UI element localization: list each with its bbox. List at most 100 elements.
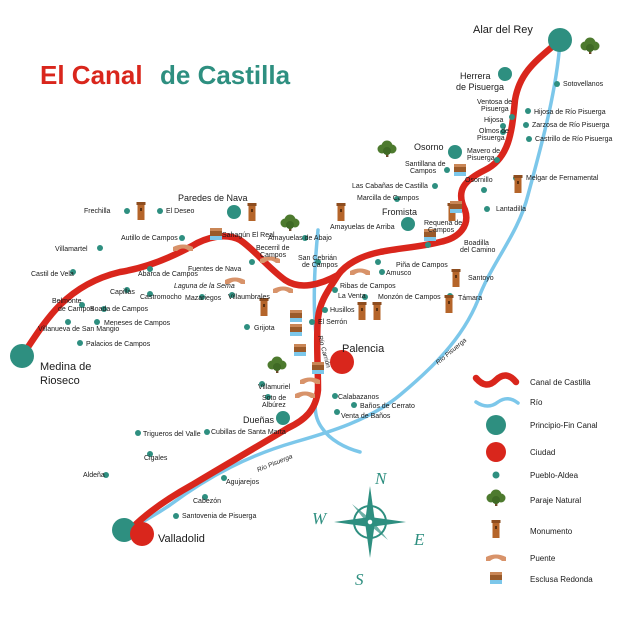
- village-label: Meneses de Campos: [104, 320, 171, 327]
- bridge-6: [295, 391, 315, 398]
- legend-river-label: Río: [530, 398, 543, 407]
- town-osorno: [448, 145, 462, 159]
- village-label: Cabezón: [193, 498, 221, 505]
- legend-village-label: Pueblo-Aldea: [530, 471, 579, 480]
- village-dot: [70, 269, 76, 275]
- village-dot: [94, 319, 100, 325]
- village-dot: [77, 340, 83, 346]
- village-label: Agujarejos: [226, 479, 260, 486]
- village-label: Becerril de: [256, 245, 290, 252]
- village-label: Osornillo: [465, 177, 493, 184]
- village-dot: [322, 307, 328, 313]
- village-label: Campos: [260, 252, 287, 259]
- compass-e: E: [413, 530, 425, 549]
- village-dot: [199, 294, 205, 300]
- village-dot: [124, 208, 130, 214]
- lock-4: [210, 228, 222, 240]
- compass-w: W: [312, 509, 328, 528]
- monument-6: [357, 302, 367, 320]
- village-dot: [135, 430, 141, 436]
- village-dot: [249, 259, 255, 265]
- village-dot: [101, 306, 107, 312]
- village-label: Frechilla: [84, 208, 111, 215]
- village-label: Boada de Campos: [90, 306, 148, 313]
- bridge-3: [350, 268, 370, 275]
- lock-3: [450, 201, 462, 213]
- legend-monument-label: Monumento: [530, 527, 573, 536]
- village-dot: [229, 292, 235, 298]
- village-label: Castil de Vela: [31, 271, 74, 278]
- town-paredes: [227, 205, 241, 219]
- legend-terminus-label: Principio-Fin Canal: [530, 421, 598, 430]
- village-label: de Campos: [302, 262, 338, 269]
- village-label: Cubillas de Santa Marta: [211, 429, 286, 436]
- village-label: Zarzosa de Río Pisuerga: [532, 122, 610, 129]
- village-dot: [362, 294, 368, 300]
- village-dot: [425, 242, 431, 248]
- village-label: Venta de Baños: [341, 413, 391, 420]
- village-label: Aldeña: [83, 472, 105, 479]
- lock-7: [294, 344, 306, 356]
- village-dot: [500, 129, 506, 135]
- village-label: Villanueva de San Mangio: [38, 326, 119, 333]
- village-dot: [302, 235, 308, 241]
- compass-s: S: [355, 570, 364, 589]
- village-dots: [65, 81, 560, 519]
- village-label: Villamartel: [55, 246, 88, 253]
- village-label: Campos: [410, 168, 437, 175]
- label-fromista: Fromista: [382, 207, 417, 217]
- legend-lock-swatch: [490, 572, 502, 584]
- village-label: Pisuerga: [477, 135, 505, 142]
- village-dot: [147, 266, 153, 272]
- label-rio-pisuerga-north: Río Pisuerga: [435, 337, 469, 367]
- village-label: Villaumbrales: [228, 294, 270, 301]
- legend-city-label: Ciudad: [530, 448, 555, 457]
- monument-7: [372, 302, 382, 320]
- village-dot: [432, 183, 438, 189]
- compass-rose: [334, 486, 406, 558]
- village-dot: [265, 394, 271, 400]
- legend-monument-swatch: [491, 520, 501, 538]
- village-dot: [394, 196, 400, 202]
- village-label: Calabazanos: [338, 394, 379, 401]
- village-dot: [334, 409, 340, 415]
- village-label: Boadilla: [464, 240, 489, 247]
- village-dot: [147, 451, 153, 457]
- village-label: Olmos de: [479, 128, 509, 135]
- village-label: Cigales: [144, 455, 168, 462]
- terminus-valladolid: [112, 518, 136, 542]
- label-medina-1: Medina de: [40, 361, 91, 373]
- lock-1: [454, 164, 466, 176]
- terminus-alar-del-rey: [548, 28, 572, 52]
- monument-5: [513, 175, 523, 193]
- town-duenas: [276, 411, 290, 425]
- village-dot: [554, 81, 560, 87]
- lock-6: [290, 324, 302, 336]
- village-label: Amayuelas de Abajo: [268, 235, 332, 242]
- town-herrera: [498, 67, 512, 81]
- lock-8: [312, 362, 324, 374]
- terminus-medina-de-rioseco: [10, 344, 34, 368]
- lock-5: [290, 310, 302, 322]
- village-dot: [244, 324, 250, 330]
- village-label: Castromocho: [140, 294, 182, 301]
- label-osorno: Osorno: [414, 142, 444, 152]
- label-herrera-2: de Pisuerga: [456, 82, 504, 92]
- village-label: Ribas de Campos: [340, 283, 396, 290]
- legend-natural-swatch: [486, 489, 506, 506]
- village-dot: [97, 245, 103, 251]
- natural-palencia-tree: [267, 356, 287, 373]
- village-dot: [147, 291, 153, 297]
- village-label: Trigueros del Valle: [143, 431, 201, 438]
- village-label: Piña de Campos: [396, 262, 448, 269]
- village-label: San Cebrián: [298, 255, 337, 262]
- village-label: Belmonte: [52, 298, 82, 305]
- village-label: Las Cabañas de Castilla: [352, 183, 428, 190]
- legend-bridge-label: Puente: [530, 554, 556, 563]
- label-palencia: Palencia: [342, 343, 385, 355]
- monument-2: [247, 203, 257, 221]
- label-alar-del-rey: Alar del Rey: [473, 24, 533, 36]
- village-dot: [332, 393, 338, 399]
- village-label: Palacios de Campos: [86, 341, 151, 348]
- village-label: Lantadilla: [496, 206, 526, 213]
